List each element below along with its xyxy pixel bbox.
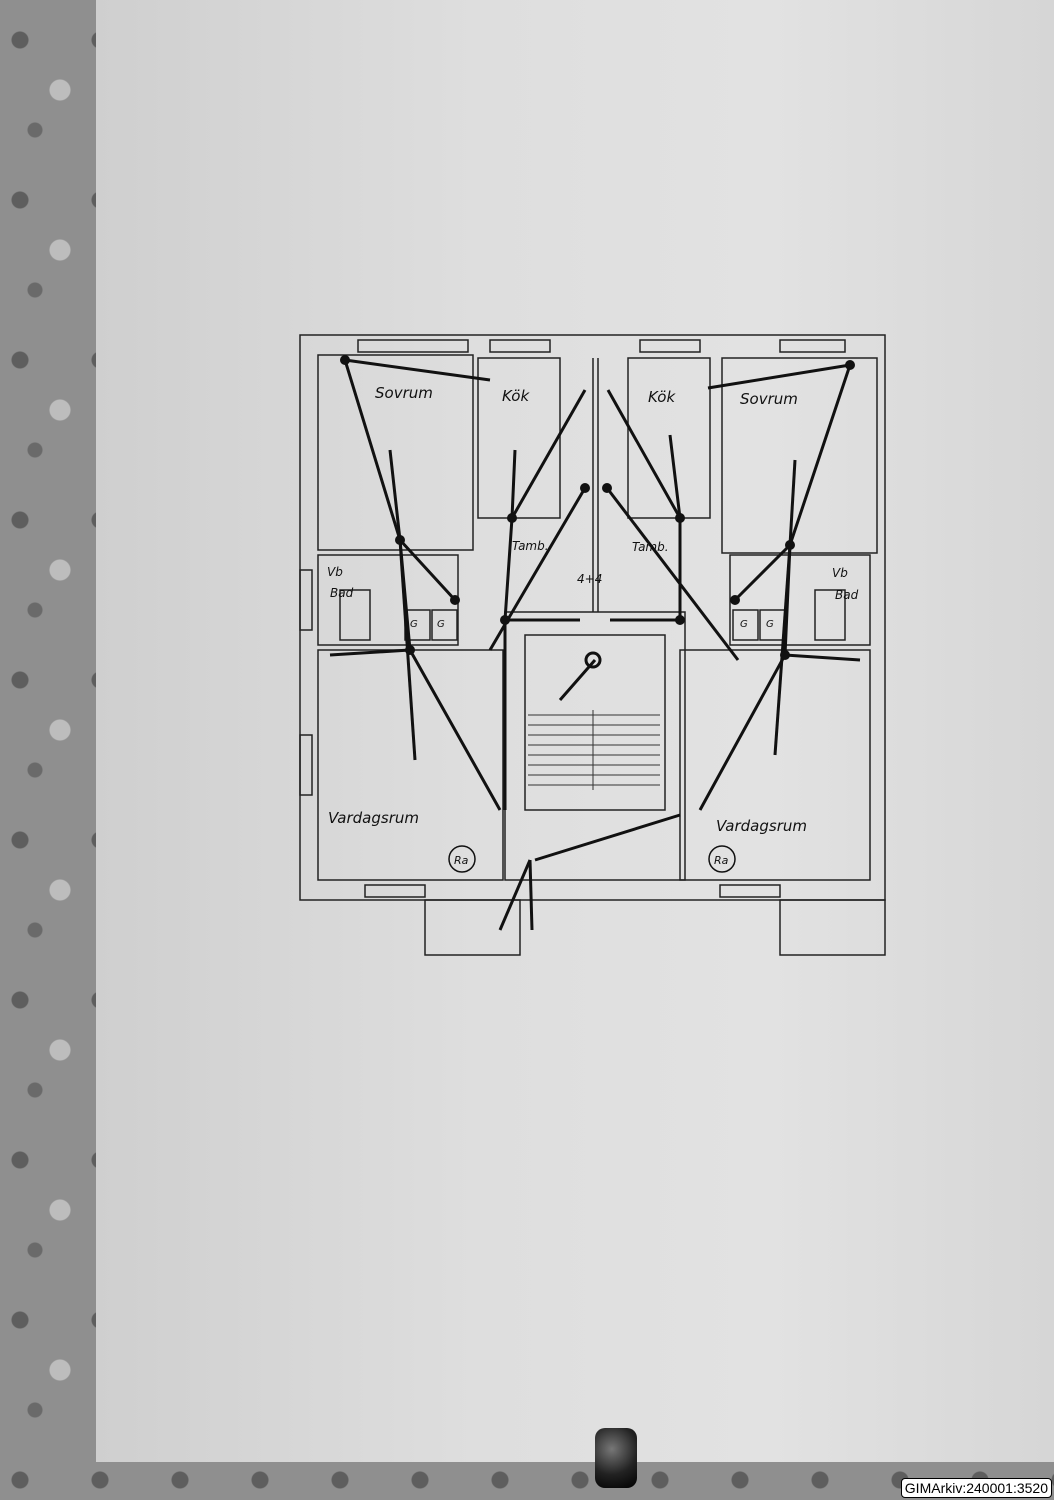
room-label-kok-right: Kök [648,388,676,406]
room-label-bad-right: Bad [835,588,859,602]
archive-watermark: GIMArkiv:240001:3520 [900,1478,1052,1498]
pin-knob [595,1428,637,1488]
room-label-bad-left: Bad [330,586,354,600]
junction-dots [340,355,855,669]
walls [299,334,886,956]
room-label-kok-left: Kök [502,387,530,405]
room-label-vardagsrum-left: Vardagsrum [328,809,419,827]
radio-label-left: Ra [454,854,469,867]
room-label-sovrum-left: Sovrum [375,384,433,402]
room-label-tamb-left: Tamb. [512,539,549,553]
room-label-sovrum-right: Sovrum [740,390,798,408]
radio-outlets [448,845,736,873]
mark-g: G [766,619,774,630]
paper-sheet [96,0,1054,1462]
stair-count-label: 4+4 [577,572,602,586]
room-label-tamb-right: Tamb. [632,540,669,554]
mark-g: G [740,619,748,630]
mark-g: G [410,619,418,630]
room-label-vb-left: Vb [327,565,343,579]
mark-g: G [437,619,445,630]
radio-label-right: Ra [714,854,729,867]
room-label-vardagsrum-right: Vardagsrum [716,817,807,835]
stair-treads [528,710,660,790]
room-label-vb-right: Vb [832,566,848,580]
